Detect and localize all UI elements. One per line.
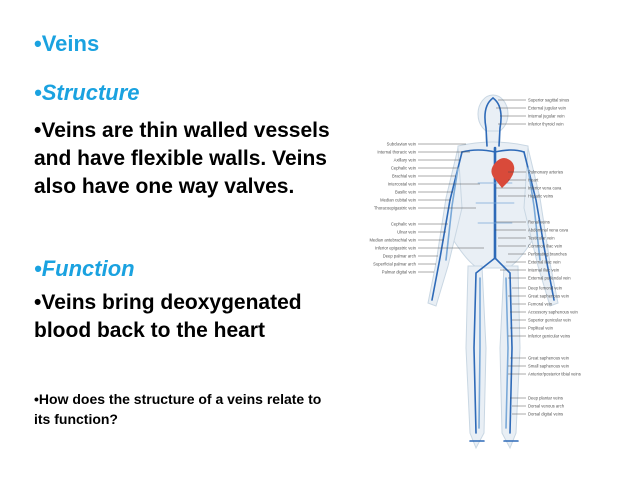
label-right: Perforating branches xyxy=(528,252,567,257)
torso-outline xyxy=(451,141,535,269)
label-right: Popliteal vein xyxy=(528,326,554,331)
label-right: Superior genicular vein xyxy=(528,318,572,323)
label-right: Heart xyxy=(528,178,539,183)
label-left: Basilic vein xyxy=(395,190,417,195)
label-left: Intercostal vein xyxy=(388,182,417,187)
label-right: Deep plantar veins xyxy=(528,396,563,401)
label-left: Inferior epigastric vein xyxy=(375,246,417,251)
label-right: Renal veins xyxy=(528,220,550,225)
label-left: Superficial palmar arch xyxy=(373,262,416,267)
label-right: Hepatic veins xyxy=(528,194,553,199)
jugular-vein-left xyxy=(492,97,502,147)
structure-text: •Veins are thin walled vessels and have … xyxy=(34,119,330,198)
label-left: Cephalic vein xyxy=(391,166,417,171)
label-right: External jugular vein xyxy=(528,106,567,111)
right-leg-secondary-vein xyxy=(478,277,481,429)
left-leader-lines xyxy=(418,143,484,273)
label-left: Internal thoracic vein xyxy=(377,150,416,155)
heading-veins: •Veins xyxy=(34,31,100,56)
label-left: Median antebrachial vein xyxy=(369,238,416,243)
left-leg-secondary-vein xyxy=(505,277,509,429)
label-right: Deep femoral vein xyxy=(528,286,563,291)
right-leader-lines xyxy=(495,99,526,415)
heart-icon xyxy=(491,158,515,188)
label-right: Inferior thyroid vein xyxy=(528,122,564,127)
left-labels: Subclavian vein Internal thoracic vein A… xyxy=(369,142,416,275)
right-labels: Superior sagittal sinus External jugular… xyxy=(528,98,581,417)
label-left: Axillary vein xyxy=(394,158,417,163)
label-right: Common iliac vein xyxy=(528,244,563,249)
jugular-vein-right xyxy=(484,97,494,147)
right-arm-secondary-vein xyxy=(445,167,459,261)
label-left: Thoracoepigastric vein xyxy=(374,206,417,211)
label-right: Inferior genicular veins xyxy=(528,334,570,339)
label-right: Internal iliac vein xyxy=(528,268,560,273)
label-right: Great saphenous vein xyxy=(528,294,570,299)
label-right: External pudendal vein xyxy=(528,276,571,281)
label-right: Dorsal digital veins xyxy=(528,412,563,417)
label-right: Great saphenous vein xyxy=(528,356,570,361)
label-left: Brachial vein xyxy=(392,174,417,179)
label-left: Median cubital vein xyxy=(380,198,417,203)
label-right: External iliac vein xyxy=(528,260,561,265)
label-right: Internal jugular vein xyxy=(528,114,565,119)
label-right: Anterior/posterior tibial veins xyxy=(528,372,581,377)
label-right: Superior sagittal sinus xyxy=(528,98,569,103)
label-right: Small saphenous vein xyxy=(528,364,570,369)
venous-system-diagram: Subclavian vein Internal thoracic vein A… xyxy=(369,94,581,450)
label-right: Pulmonary arteries xyxy=(528,170,563,175)
label-right: Accessory saphenous vein xyxy=(528,310,578,315)
question-text: •How does the structure of a veins relat… xyxy=(34,391,322,427)
heading-function: •Function xyxy=(34,256,135,281)
function-text: •Veins bring deoxygenated blood back to … xyxy=(34,291,302,342)
heading-structure: •Structure xyxy=(34,80,140,105)
label-left: Subclavian vein xyxy=(387,142,417,147)
label-right: Testicular vein xyxy=(528,236,555,241)
label-right: Femoral vein xyxy=(528,302,553,307)
right-leg-vein xyxy=(473,257,496,434)
label-left: Cephalic vein xyxy=(391,222,417,227)
left-leg-vein xyxy=(494,257,513,434)
label-left: Palmar digital vein xyxy=(382,270,417,275)
subclavian-veins xyxy=(461,149,525,153)
label-left: Ulnar vein xyxy=(397,230,417,235)
label-left: Deep palmar arch xyxy=(383,254,417,259)
label-right: Inferior vena cava xyxy=(528,186,562,191)
left-arm-secondary-vein xyxy=(527,167,541,261)
label-right: Abdominal vena cava xyxy=(528,228,569,233)
label-right: Dorsal venous arch xyxy=(528,404,565,409)
head-outline xyxy=(477,94,509,134)
